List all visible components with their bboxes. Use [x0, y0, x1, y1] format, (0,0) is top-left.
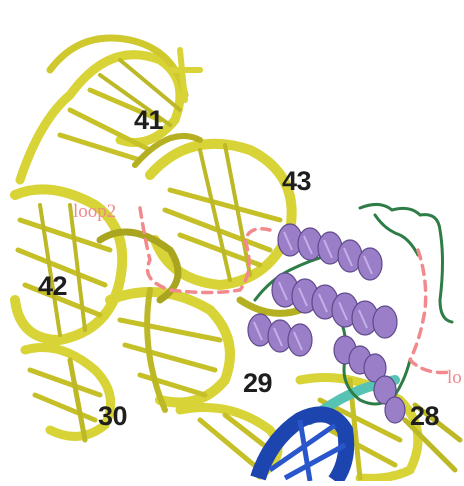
helix-label-30: 30 — [98, 403, 127, 430]
helix-label-42: 42 — [38, 273, 67, 300]
loop-label-right: lo — [447, 368, 462, 387]
helix-label-43: 43 — [282, 168, 311, 195]
helix-label-41: 41 — [134, 107, 163, 134]
blue-rna — [258, 414, 346, 481]
helix-label-28: 28 — [410, 403, 439, 430]
helix-label-29: 29 — [243, 370, 272, 397]
loop-label-loop2: loop2 — [73, 202, 116, 221]
